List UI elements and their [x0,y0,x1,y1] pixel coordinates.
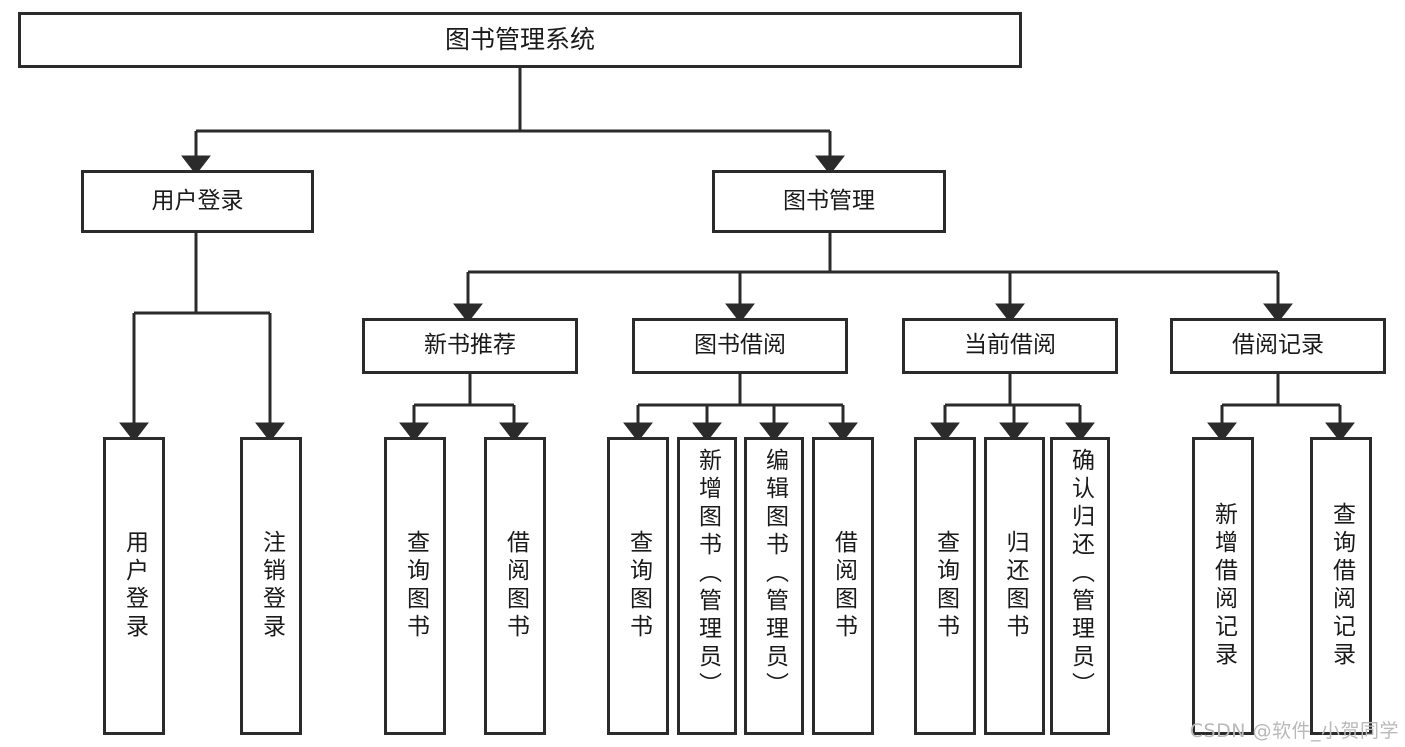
leaf-label: 注销登录 [258,530,285,642]
node-label: 用户登录 [151,187,244,214]
node-root-book-management-system[interactable]: 图书管理系统 [18,12,1022,68]
leaf-user-logout[interactable]: 注销登录 [240,437,302,735]
watermark: CSDN @软件_小贺同学 [1189,720,1399,742]
leaf-borrow-book[interactable]: 借阅图书 [812,437,874,735]
node-label: 借阅记录 [1232,332,1324,359]
leaf-label: 编辑图书（管理员） [761,448,788,700]
node-borrow-record[interactable]: 借阅记录 [1170,318,1386,374]
leaf-label: 用户登录 [121,530,148,642]
leaf-label: 查询图书 [932,530,959,642]
leaf-user-login[interactable]: 用户登录 [103,437,165,735]
leaf-label: 新增借阅记录 [1210,502,1237,670]
node-label: 图书借阅 [694,332,786,359]
node-label: 图书管理 [783,187,875,214]
leaf-query-book-current[interactable]: 查询图书 [914,437,976,735]
node-label: 图书管理系统 [444,25,595,55]
leaf-label: 查询图书 [402,530,429,642]
node-label: 当前借阅 [964,332,1056,359]
leaf-label: 查询图书 [625,530,652,642]
leaf-query-book-recommend[interactable]: 查询图书 [384,437,446,735]
node-book-management[interactable]: 图书管理 [712,170,946,233]
leaf-add-book-admin[interactable]: 新增图书（管理员） [677,437,737,735]
leaf-confirm-return-admin[interactable]: 确认归还（管理员） [1050,437,1110,735]
node-user-login[interactable]: 用户登录 [81,170,314,233]
leaf-add-borrow-record[interactable]: 新增借阅记录 [1192,437,1254,735]
leaf-label: 归还图书 [1002,530,1028,642]
leaf-return-book[interactable]: 归还图书 [984,437,1045,735]
leaf-label: 新增图书（管理员） [694,448,721,700]
leaf-query-borrow-record[interactable]: 查询借阅记录 [1310,437,1372,735]
node-book-borrow[interactable]: 图书借阅 [632,318,848,374]
node-current-borrow[interactable]: 当前借阅 [902,318,1118,374]
leaf-label: 确认归还（管理员） [1067,448,1094,700]
leaf-label: 借阅图书 [830,530,857,642]
leaf-edit-book-admin[interactable]: 编辑图书（管理员） [744,437,804,735]
node-new-book-recommend[interactable]: 新书推荐 [362,318,578,374]
leaf-label: 借阅图书 [502,530,529,642]
node-label: 新书推荐 [424,332,516,359]
leaf-label: 查询借阅记录 [1328,502,1355,670]
leaf-query-book-borrow[interactable]: 查询图书 [607,437,669,735]
leaf-borrow-book-recommend[interactable]: 借阅图书 [484,437,546,735]
